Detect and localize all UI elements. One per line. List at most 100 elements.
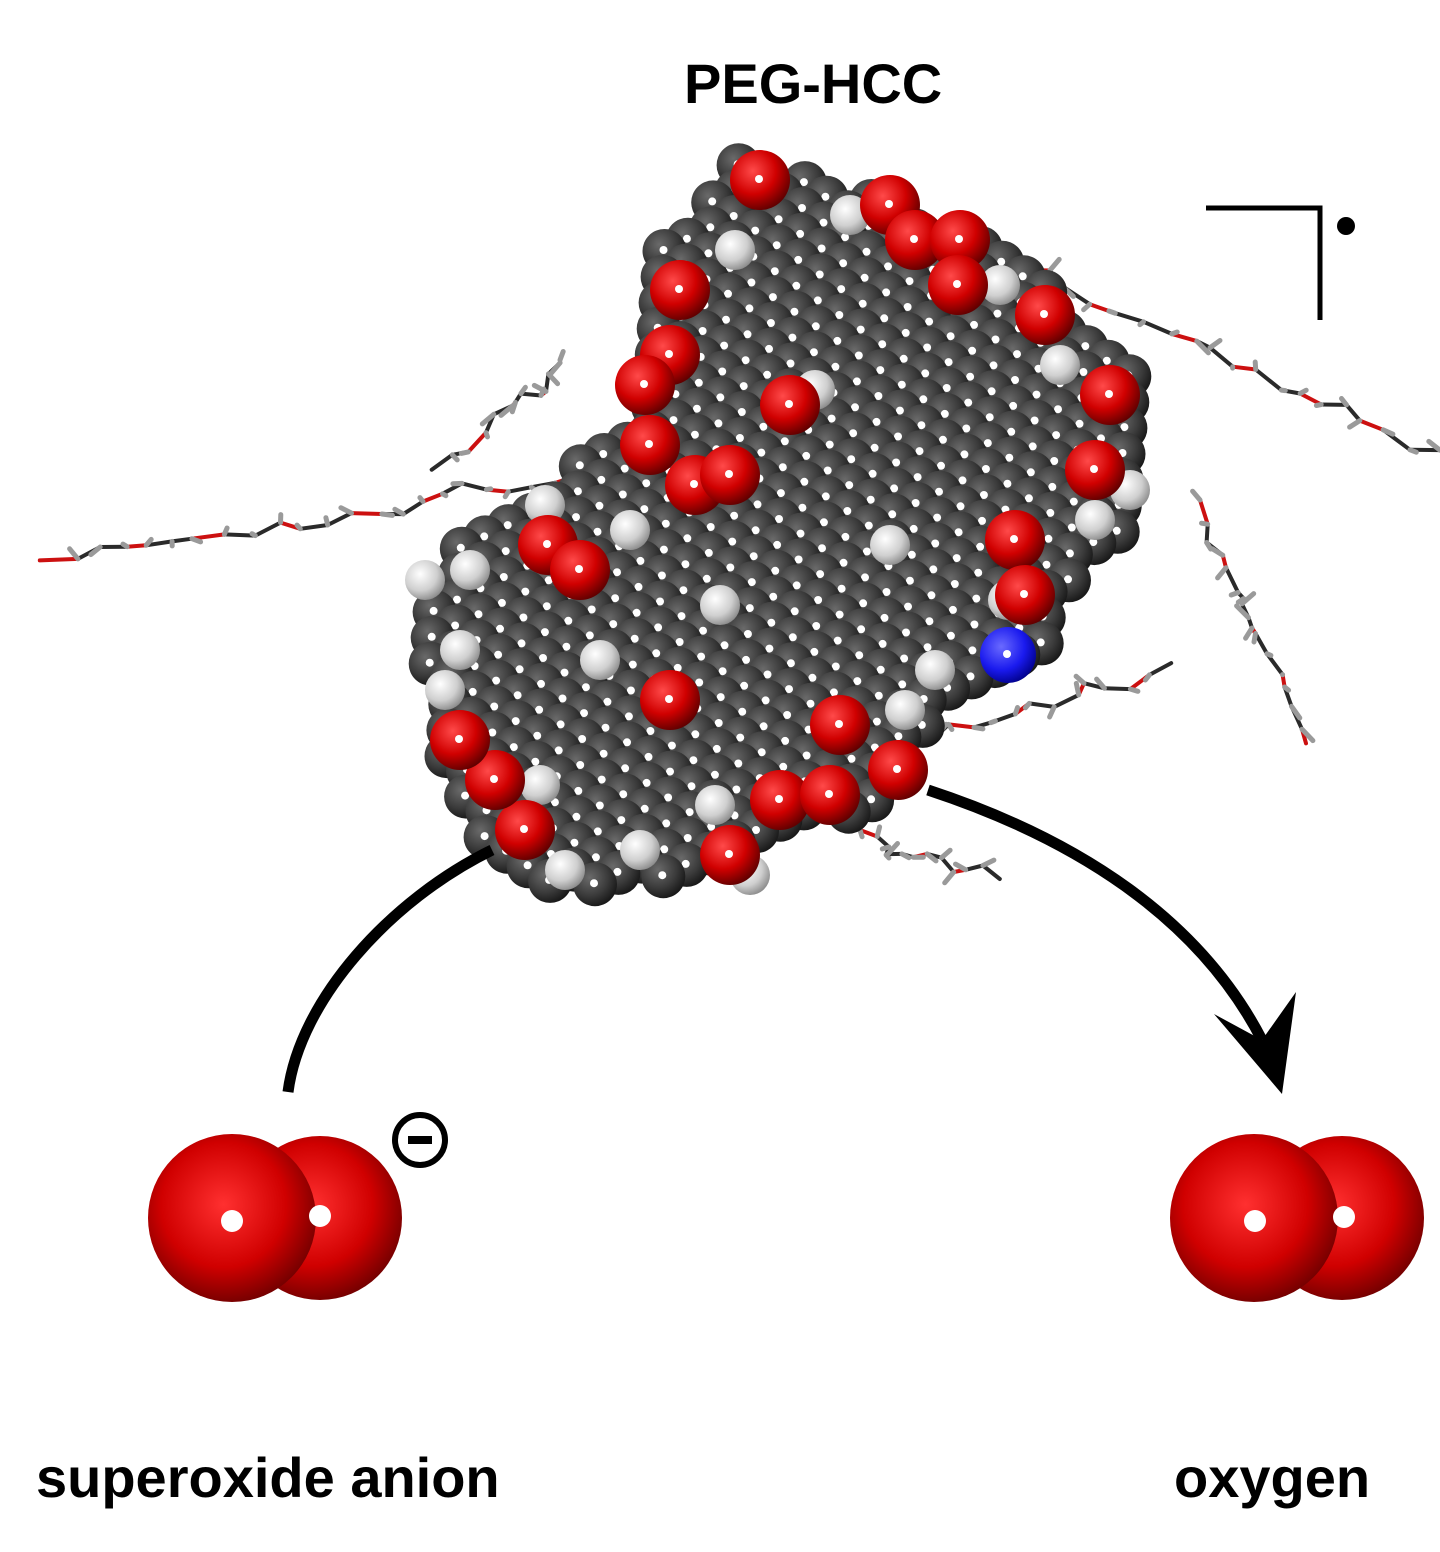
peg-bond: [1200, 500, 1208, 524]
peg-h-bond: [882, 847, 889, 849]
peg-h-bond: [548, 374, 557, 384]
peg-h-bond: [486, 489, 490, 490]
hydrogen-atom: [1040, 345, 1080, 385]
atom-highlight: [955, 235, 963, 243]
atom-highlight: [675, 285, 683, 293]
peg-h-bond: [1130, 689, 1138, 691]
peg-h-bond: [1140, 322, 1144, 325]
peg-h-bond: [1202, 523, 1208, 524]
peg-h-bond: [341, 508, 352, 513]
hydrogen-atom: [870, 525, 910, 565]
atom-highlight: [645, 440, 653, 448]
hydrogen-atom: [915, 650, 955, 690]
peg-h-bond: [1246, 628, 1252, 638]
peg-h-bond: [1109, 311, 1115, 313]
peg-h-bond: [461, 452, 468, 454]
peg-chain-right-lower: [1193, 491, 1313, 743]
hydrogen-atom: [425, 670, 465, 710]
atom-highlight: [725, 850, 733, 858]
atom-highlight: [825, 790, 833, 798]
hydrogen-atom: [450, 550, 490, 590]
peg-bond: [423, 494, 443, 502]
atom-highlight: [660, 246, 668, 254]
peg-h-bond: [1350, 421, 1360, 428]
peg-h-bond: [956, 864, 966, 870]
peg-bond: [1029, 703, 1054, 707]
peg-bond: [40, 559, 78, 561]
peg-chain-left-loop: [432, 352, 564, 470]
peg-h-bond: [860, 830, 862, 837]
peg-h-bond: [1050, 259, 1059, 270]
atom-highlight: [1020, 590, 1028, 598]
peg-bond: [983, 866, 1000, 880]
peg-h-bond: [1076, 683, 1078, 695]
hydrogen-atom: [715, 230, 755, 270]
peg-h-bond: [443, 494, 446, 496]
peg-bond: [468, 433, 486, 452]
reactant-label: superoxide anion: [36, 1450, 500, 1506]
atom-highlight: [1003, 650, 1011, 658]
peg-bond: [300, 525, 327, 529]
peg-h-bond: [1254, 634, 1256, 643]
atom-highlight: [755, 175, 763, 183]
peg-h-bond: [1383, 430, 1393, 434]
peg-h-bond: [486, 433, 488, 437]
peg-h-bond: [452, 455, 457, 460]
atom-highlight: [665, 350, 673, 358]
atom-highlight: [835, 720, 843, 728]
molecule-title: PEG-HCC: [684, 56, 942, 112]
peg-h-bond: [1212, 549, 1223, 556]
peg-chain-bottom: [860, 827, 1000, 883]
peg-h-bond: [1255, 362, 1256, 370]
peg-h-bond: [420, 498, 423, 502]
peg-bond: [1226, 568, 1238, 593]
atom-highlight: [590, 879, 598, 887]
atom-highlight: [640, 380, 648, 388]
peg-bond: [1144, 322, 1172, 334]
peg-h-bond: [541, 389, 544, 395]
atom-highlight: [665, 695, 673, 703]
peg-h-bond: [942, 850, 951, 858]
hydrogen-atom: [440, 630, 480, 670]
peg-bond: [508, 487, 531, 492]
superoxide-molecule: [148, 1115, 445, 1302]
atom-highlight: [520, 825, 528, 833]
peg-bond: [1207, 524, 1208, 542]
atom-highlight: [708, 197, 716, 205]
peg-h-bond: [991, 721, 996, 723]
atom-highlight: [690, 480, 698, 488]
oxygen-molecule: [1170, 1134, 1424, 1302]
arrow-head: [1214, 992, 1296, 1094]
atom-highlight: [1090, 465, 1098, 473]
atom-highlight: [576, 461, 584, 469]
peg-h-bond: [382, 514, 393, 515]
hydrogen-atom: [695, 785, 735, 825]
peg-h-bond: [983, 860, 994, 865]
hydrogen-atom: [405, 560, 445, 600]
atom-highlight: [426, 659, 434, 667]
peg-bond: [1360, 421, 1383, 430]
peg-bond: [1256, 370, 1282, 391]
peg-h-bond: [974, 727, 983, 729]
peg-bond: [172, 539, 192, 542]
peg-h-bond: [1015, 708, 1017, 714]
peg-h-bond: [326, 518, 328, 525]
peg-h-bond: [1410, 450, 1416, 452]
peg-bond: [1347, 405, 1360, 421]
atom-highlight: [1010, 535, 1018, 543]
peg-h-bond: [949, 724, 952, 729]
peg-bond: [1149, 663, 1171, 675]
peg-bond: [462, 483, 486, 489]
radical-dot: [1337, 217, 1355, 235]
atom-highlight: [1040, 310, 1048, 318]
peg-h-bond: [505, 492, 508, 497]
peg-bond: [942, 858, 954, 872]
peg-bond: [352, 513, 382, 514]
atom-highlight: [885, 200, 893, 208]
peg-h-bond: [1025, 703, 1029, 707]
peg-bond: [255, 523, 280, 536]
peg-h-bond: [877, 827, 879, 837]
peg-bond: [328, 513, 352, 525]
peg-h-bond: [224, 528, 227, 534]
